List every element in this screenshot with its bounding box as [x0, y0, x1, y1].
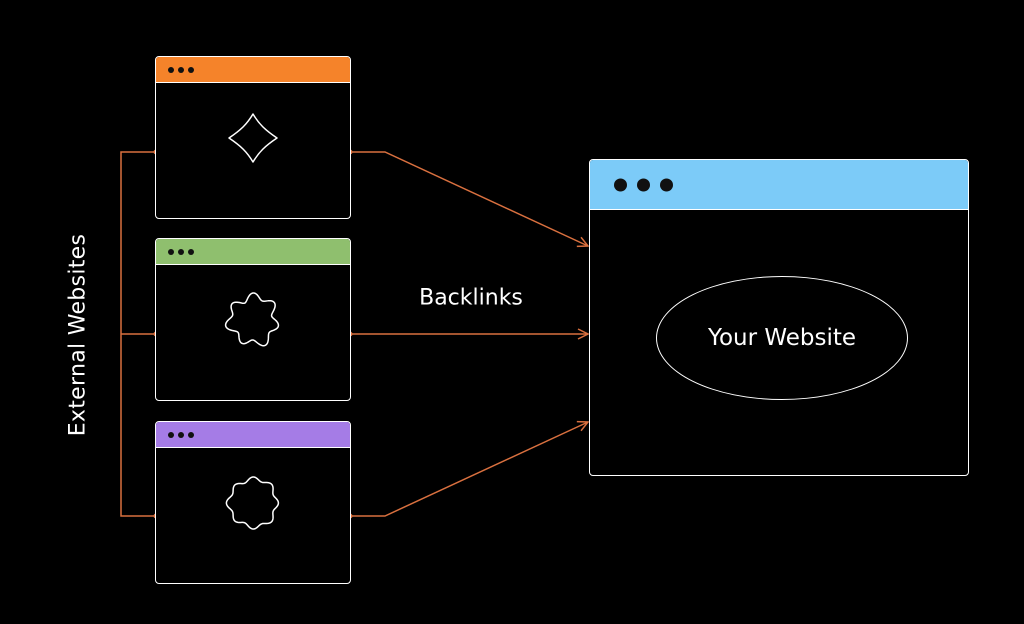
four-point-sparkle-icon [228, 112, 278, 163]
backlink-arrow-3 [350, 422, 588, 517]
window-dots [168, 431, 194, 438]
your-website-ellipse [656, 276, 908, 400]
window-title-bar [156, 239, 350, 265]
window-title-bar [156, 422, 350, 448]
window-dots [614, 178, 673, 191]
window-dots [168, 248, 194, 255]
external-websites-label: External Websites [65, 233, 91, 437]
window-title-bar [590, 160, 968, 210]
external-website-window [155, 421, 351, 584]
backlink-arrow-1 [350, 151, 588, 246]
window-title-bar [156, 57, 350, 83]
seven-point-starburst-icon [224, 291, 280, 346]
window-dots [168, 66, 194, 73]
external-website-window [155, 56, 351, 219]
your-website-label: Your Website [707, 325, 857, 351]
scalloped-badge-icon [225, 475, 280, 530]
backlinks-label: Backlinks [419, 285, 523, 311]
external-website-window [155, 238, 351, 401]
